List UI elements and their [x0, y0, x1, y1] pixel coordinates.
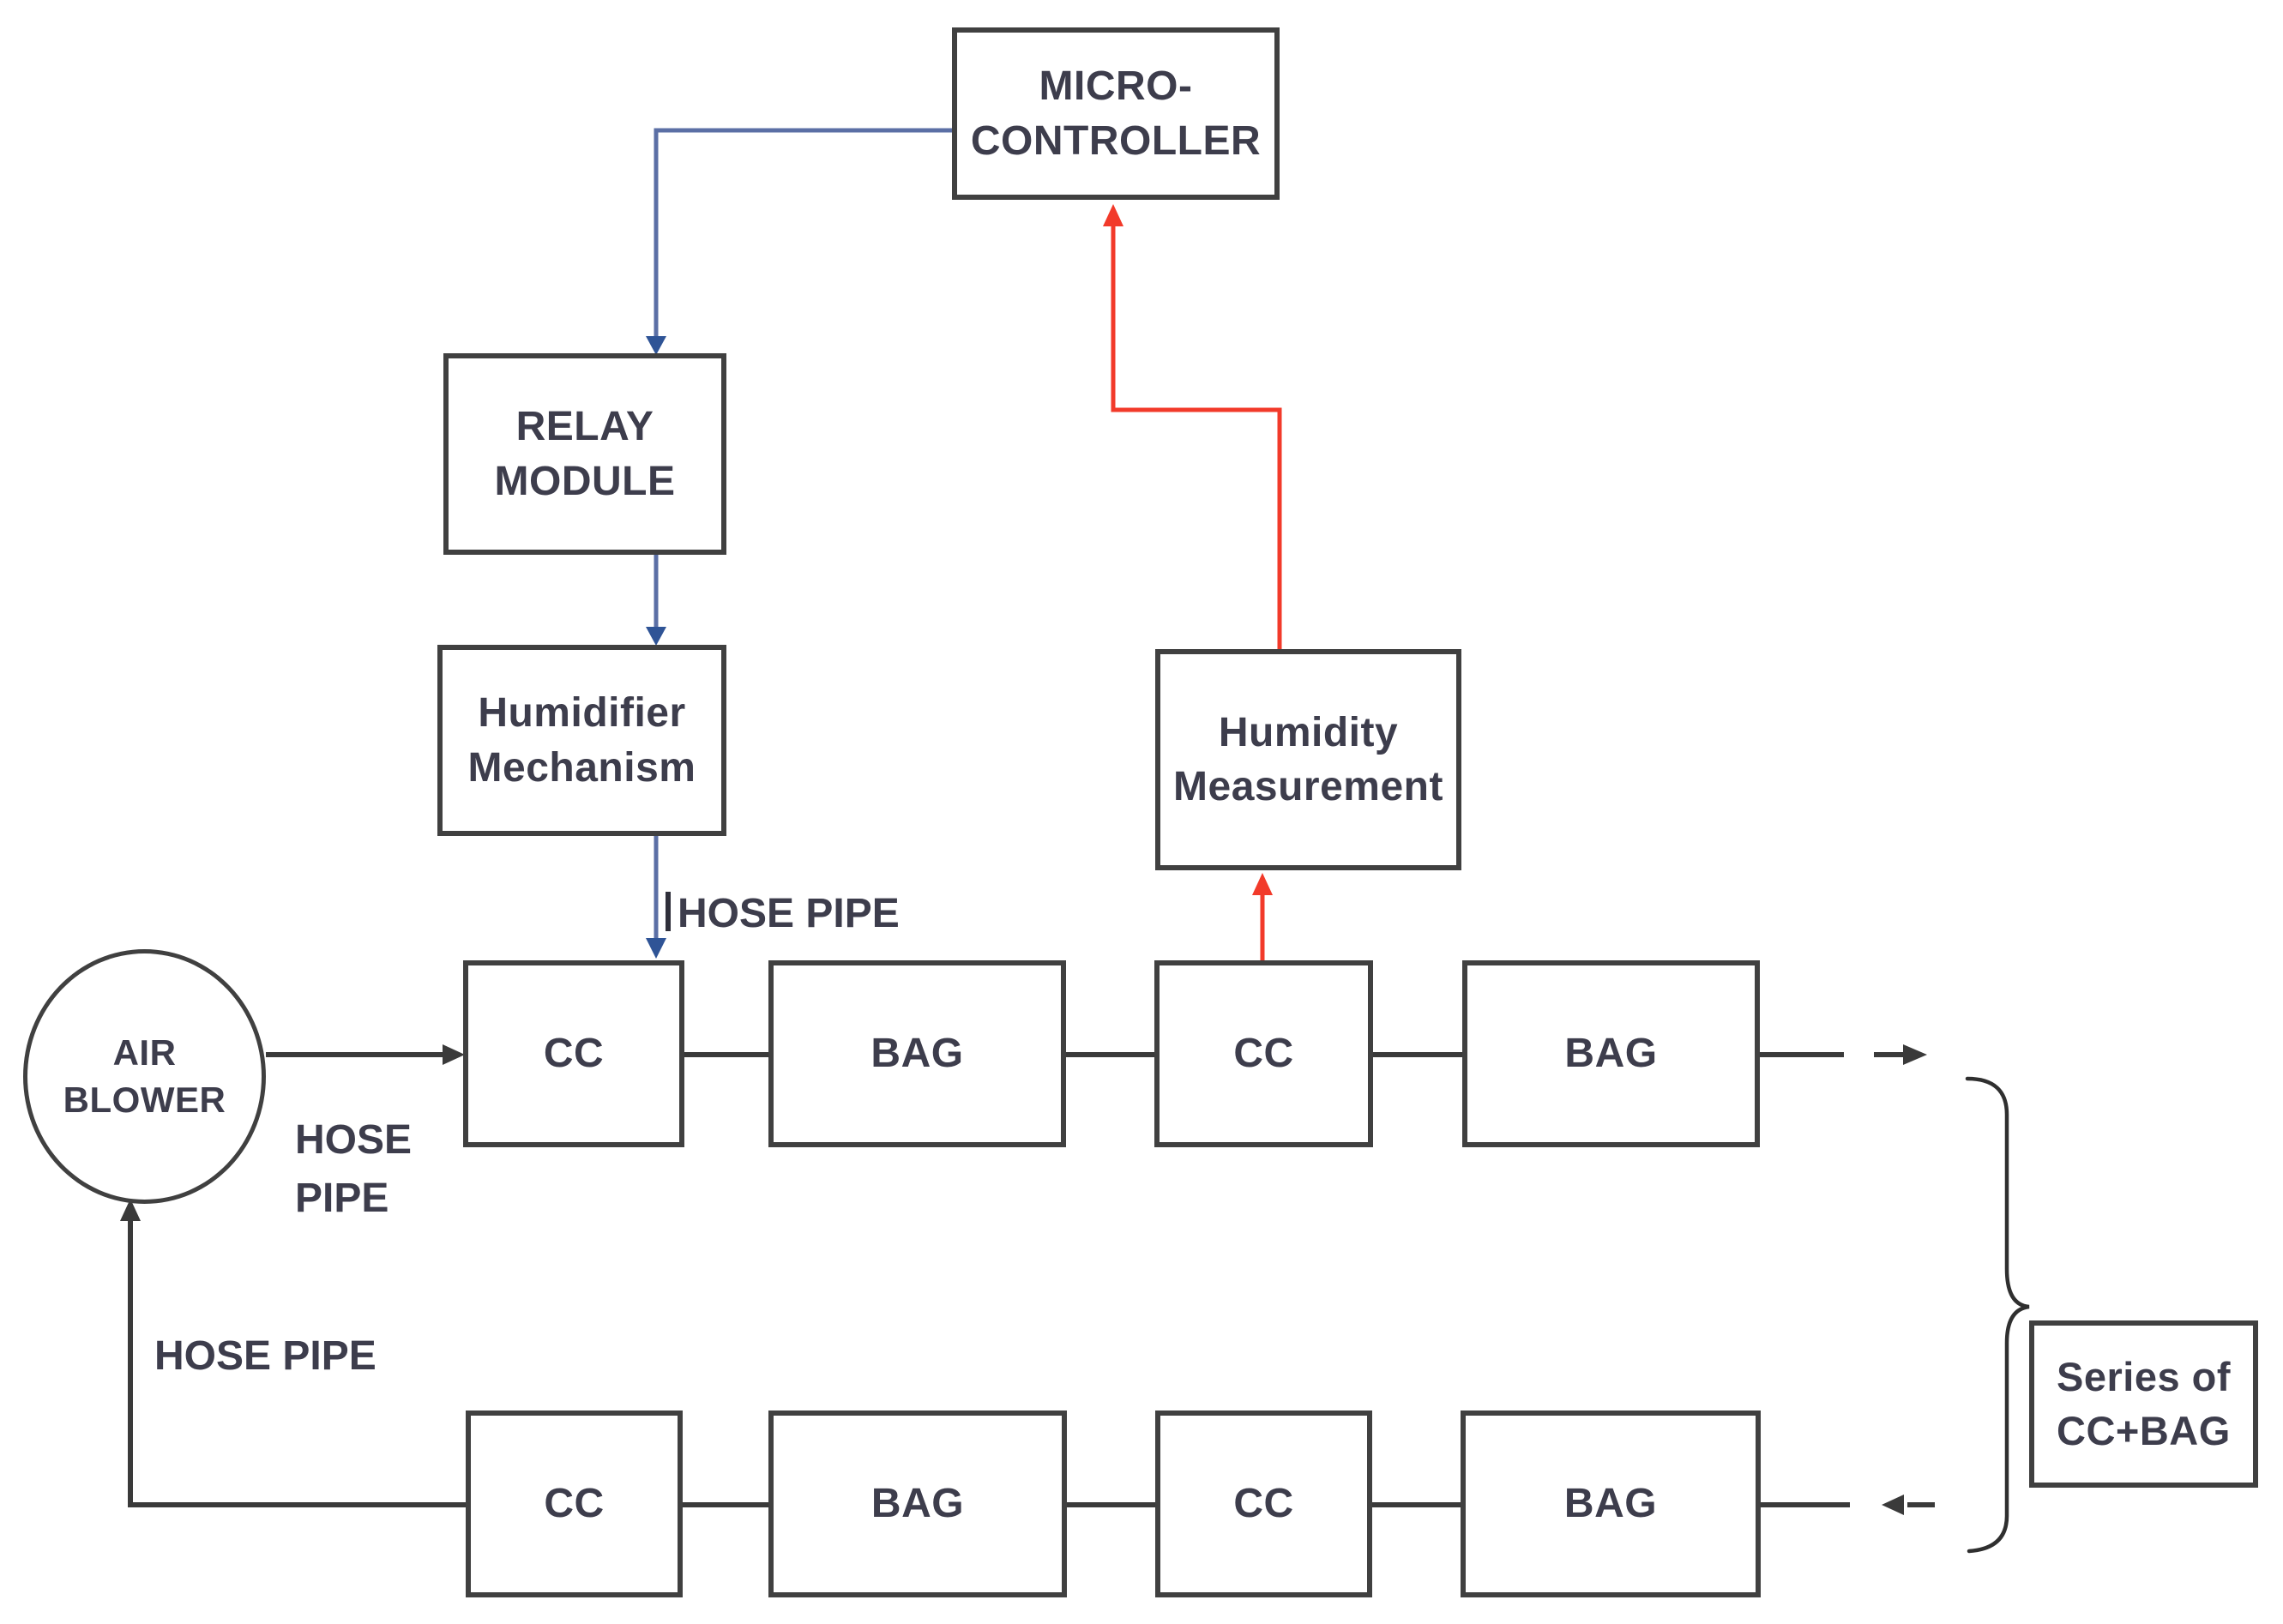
node-microcontroller-line1: MICRO- — [1039, 63, 1193, 110]
control-wire-humidifier-to-cc — [646, 836, 666, 959]
node-humidifier-line1: Humidifier — [478, 690, 686, 737]
node-bag-top-1: BAG — [768, 960, 1066, 1147]
note-series-line1: Series of — [2057, 1354, 2232, 1400]
node-humidifier-line2: Mechanism — [467, 744, 696, 791]
node-humidity-line2: Measurement — [1173, 764, 1443, 809]
flow-top-exit-arrow — [1874, 1044, 1927, 1065]
node-microcontroller: MICRO- CONTROLLER — [952, 27, 1280, 200]
node-air-blower-line2: BLOWER — [63, 1079, 226, 1120]
node-humidity-measurement: Humidity Measurement — [1155, 649, 1461, 870]
sensor-wire-cc-to-humidity — [1252, 873, 1273, 960]
sensor-wire-humidity-to-micro — [1103, 204, 1282, 649]
node-microcontroller-line2: CONTROLLER — [970, 117, 1262, 164]
node-relay-module-line1: RELAY — [515, 404, 654, 450]
control-wire-micro-to-relay — [646, 128, 952, 355]
node-cc-top-2: CC — [1154, 960, 1373, 1147]
node-cc-top-1-label: CC — [543, 1031, 605, 1077]
node-bag-top-1-label: BAG — [870, 1031, 964, 1077]
node-cc-top-1: CC — [463, 960, 684, 1147]
flow-blower-to-cc1 — [266, 1044, 465, 1065]
node-bag-bottom-1: BAG — [768, 1410, 1067, 1597]
label-hose-pipe-return: HOSE PIPE — [154, 1333, 376, 1379]
label-hose-pipe-feed-line2: PIPE — [295, 1176, 389, 1222]
node-cc-top-2-label: CC — [1233, 1031, 1294, 1077]
note-series-of-cc-bag: Series of CC+BAG — [2029, 1320, 2258, 1488]
control-wire-relay-to-humidifier — [646, 555, 666, 646]
node-bag-bottom-1-label: BAG — [870, 1481, 965, 1527]
node-bag-top-2: BAG — [1462, 960, 1760, 1147]
label-hose-pipe-feed-line1: HOSE — [295, 1117, 413, 1163]
node-relay-module-line2: MODULE — [494, 458, 676, 504]
node-cc-bottom-2: CC — [1155, 1410, 1372, 1597]
label-hose-pipe-feed: HOSE PIPE — [295, 1111, 412, 1228]
node-bag-bottom-2: BAG — [1461, 1410, 1761, 1597]
series-brace — [1965, 1076, 2030, 1554]
flow-return-to-blower — [120, 1199, 466, 1507]
hose-pipe-supply-tick — [666, 892, 671, 931]
node-humidifier-mechanism: Humidifier Mechanism — [437, 645, 726, 836]
node-cc-bottom-1: CC — [466, 1410, 683, 1597]
node-bag-bottom-2-label: BAG — [1563, 1481, 1658, 1527]
note-series-line2: CC+BAG — [2057, 1407, 2231, 1453]
node-cc-bottom-1-label: CC — [544, 1481, 605, 1527]
node-air-blower: AIR BLOWER — [23, 949, 266, 1204]
node-air-blower-line1: AIR — [112, 1032, 177, 1073]
label-hose-pipe-supply: HOSE PIPE — [678, 891, 900, 936]
flow-bottom-return-arrow — [1761, 1495, 1935, 1515]
node-cc-bottom-2-label: CC — [1233, 1481, 1294, 1527]
node-relay-module: RELAY MODULE — [443, 353, 726, 555]
node-humidity-line1: Humidity — [1218, 709, 1399, 755]
node-bag-top-2-label: BAG — [1564, 1031, 1658, 1077]
